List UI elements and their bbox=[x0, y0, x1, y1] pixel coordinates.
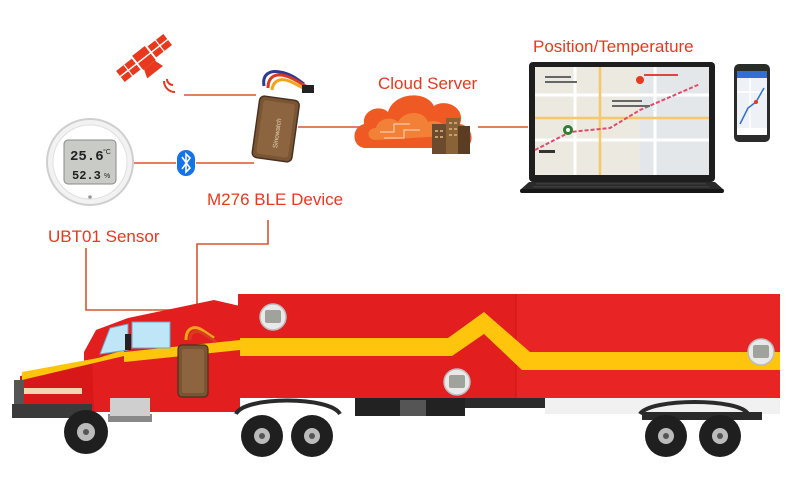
ubt01-sensor-device: 25.6 °C 52.3 % bbox=[46, 118, 134, 206]
sensor-label: UBT01 Sensor bbox=[48, 227, 160, 246]
cloud-server-label: Cloud Server bbox=[378, 74, 478, 93]
m276-device-on-truck bbox=[177, 326, 217, 398]
sensor-humidity-value: 52.3 bbox=[72, 169, 101, 183]
signal-waves-icon bbox=[163, 78, 176, 93]
laptop-with-map bbox=[520, 62, 724, 193]
position-temperature-label: Position/Temperature bbox=[533, 37, 694, 56]
device-brand-text: Sinowatch bbox=[272, 118, 283, 149]
smartphone-app bbox=[734, 64, 770, 142]
trailer-stripe bbox=[238, 312, 780, 370]
trailer-sensor-front bbox=[259, 303, 287, 331]
satellite-icon bbox=[116, 34, 172, 82]
sensor-temperature-unit: °C bbox=[103, 148, 111, 156]
sensor-humidity-unit: % bbox=[104, 173, 110, 180]
device-label: M276 BLE Device bbox=[207, 190, 344, 209]
sensor-temperature-value: 25.6 bbox=[70, 149, 104, 165]
cloud-server-icon bbox=[354, 95, 472, 154]
truck-and-trailer bbox=[12, 294, 780, 457]
map-view bbox=[534, 67, 709, 175]
bluetooth-icon bbox=[177, 150, 195, 176]
m276-ble-device: Sinowatch bbox=[251, 70, 314, 163]
trailer-sensor-rear bbox=[747, 338, 775, 366]
trailer-sensor-middle bbox=[443, 368, 471, 396]
truck-wheels bbox=[64, 410, 741, 457]
